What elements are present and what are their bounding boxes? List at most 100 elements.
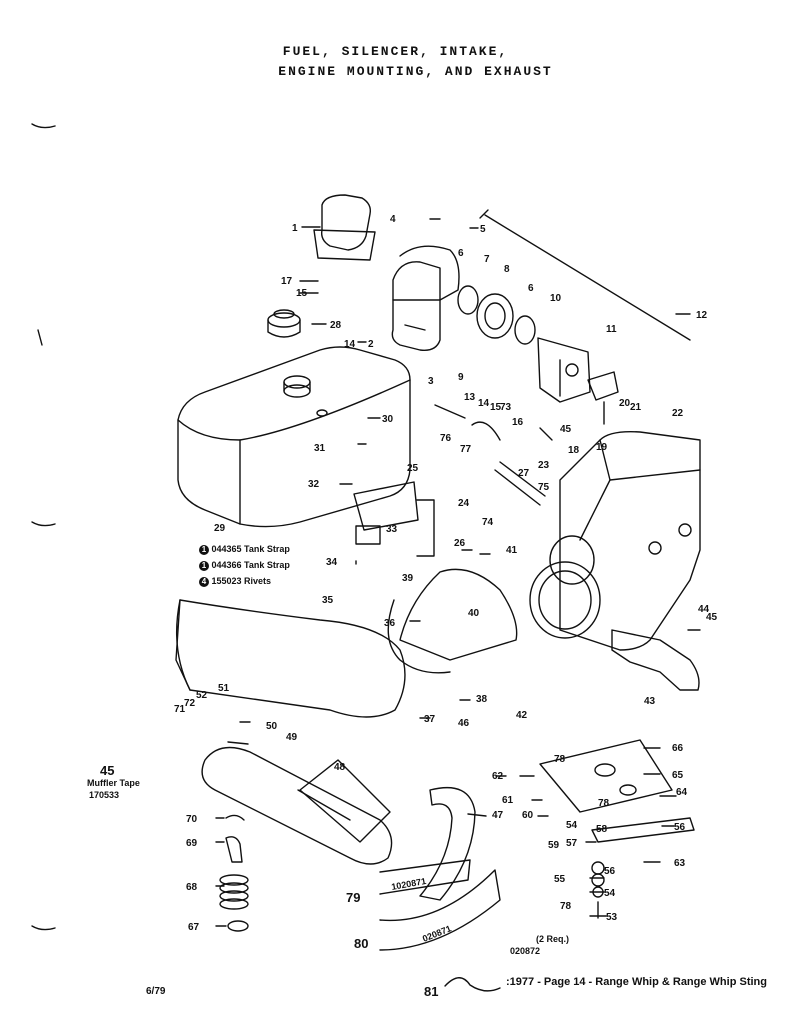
callout-50: 50 [266,721,278,732]
note-rivets: 4 155023 Rivets [199,576,271,587]
callout-69: 69 [186,838,198,849]
callout-17: 17 [281,276,293,287]
callout-28: 28 [330,320,342,331]
exhaust-manifold [611,629,700,691]
callout-53: 53 [606,912,618,923]
callout-4: 4 [390,214,396,225]
callout-79: 79 [346,890,360,905]
callout-23: 23 [538,460,550,471]
callout-38: 38 [476,694,488,705]
callout-39: 39 [402,573,414,584]
callout-7: 7 [484,254,490,265]
rubber-mount [591,861,605,875]
callout-29: 29 [214,523,226,534]
washer [227,920,249,932]
callout-24: 24 [458,498,470,509]
callout-61: 61 [502,795,514,806]
margin-mark [37,329,43,346]
callout-65: 65 [672,770,684,781]
callout-12: 12 [696,310,708,321]
callout-67: 67 [188,922,200,933]
callout-75: 75 [538,482,550,493]
bracket-bar [416,499,435,557]
callout-30: 30 [382,414,394,425]
muffler-tape-label: Muffler Tape [87,778,140,788]
callout-3: 3 [428,376,434,387]
air-box-lip [387,599,451,674]
callout-64: 64 [676,787,688,798]
callout-34: 34 [326,557,338,568]
note-strap-1: 1 044365 Tank Strap [199,544,290,555]
callout-55: 55 [554,874,566,885]
callout-54a: 54 [566,820,578,831]
callout-25: 25 [407,463,419,474]
callout-33: 33 [386,524,398,535]
fuel-line [539,427,553,441]
callout-42: 42 [516,710,528,721]
callout-15a: 15 [296,288,308,299]
callout-52: 52 [196,690,208,701]
callout-44: 44 [698,604,710,615]
intake-silencer [176,599,406,718]
callout-78a: 78 [554,754,566,765]
callout-45a: 45 [560,424,572,435]
callout-78c: 78 [560,901,572,912]
choke-knob [479,209,489,219]
callout-80: 80 [354,936,368,951]
callout-14b: 14 [478,398,490,409]
clip [225,814,245,821]
page-reference: :1977 - Page 14 - Range Whip & Range Whi… [506,976,767,988]
callout-73: 73 [500,402,512,413]
callout-74: 74 [482,517,494,528]
callout-63: 63 [674,858,686,869]
rubber-mount [591,873,605,887]
callout-68: 68 [186,882,198,893]
callout-18: 18 [568,445,580,456]
callout-76: 76 [440,433,452,444]
callout-40: 40 [468,608,480,619]
callout-56a: 56 [674,822,686,833]
qty-badge: 4 [199,577,209,587]
exhaust-wrap-79 [379,859,471,895]
callout-1: 1 [292,223,298,234]
intake-flange [457,285,536,345]
tank-strap-bracket [353,481,419,531]
engine-mount-plate [539,739,673,813]
callout-71: 71 [174,704,186,715]
callout-27: 27 [518,468,530,479]
callout-6a: 6 [458,248,464,259]
required-note: (2 Req.) [536,934,570,944]
qty-badge: 1 [199,545,209,555]
qty-badge: 1 [199,561,209,571]
fuel-pump-fitting [434,404,466,419]
bracket [355,525,381,545]
margin-mark [31,521,56,527]
callout-54b: 54 [604,888,616,899]
callout-62: 62 [492,771,504,782]
fuel-cap [267,309,301,338]
callout-6b: 6 [528,283,534,294]
callout-60: 60 [522,810,534,821]
callout-46: 46 [458,718,470,729]
fuel-line [494,461,546,506]
callout-2: 2 [368,339,374,350]
callout-22: 22 [672,408,684,419]
callout-36: 36 [384,618,396,629]
callout-47: 47 [492,810,504,821]
callout-5: 5 [480,224,486,235]
flange [587,371,619,401]
margin-mark [31,925,56,931]
callout-49: 49 [286,732,298,743]
callout-72: 72 [184,698,196,709]
callout-13: 13 [464,392,476,403]
callout-37: 37 [424,714,436,725]
callout-45b: 45 [706,612,718,623]
required-part: 020872 [510,946,541,956]
callout-10: 10 [550,293,562,304]
grommet [225,836,243,863]
engine [529,430,701,651]
date-stamp: 6/79 [146,986,166,997]
callout-21: 21 [630,402,642,413]
callout-59: 59 [548,840,560,851]
callout-58: 58 [596,824,608,835]
